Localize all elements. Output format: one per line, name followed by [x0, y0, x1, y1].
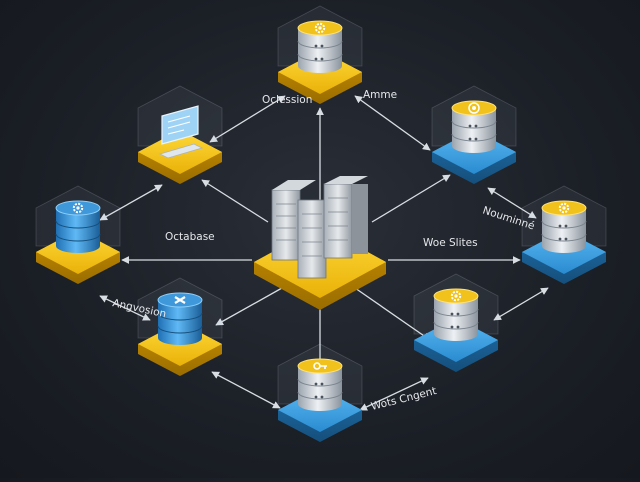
server-rack-icon	[271, 176, 368, 279]
monitor-icon	[158, 105, 204, 159]
label-top-right: Amme	[363, 89, 397, 101]
node-upper-left[interactable]	[137, 85, 223, 184]
link-hub-lower-left	[215, 287, 283, 326]
link-lower-left-bottom	[211, 371, 281, 409]
node-upper-right[interactable]	[431, 85, 517, 184]
node-top[interactable]	[277, 5, 363, 104]
link-hub-upper-right	[371, 174, 451, 223]
node-left[interactable]	[35, 185, 121, 284]
link-left-lower-left	[99, 295, 151, 321]
label-right: Woe Slites	[423, 237, 478, 249]
link-upper-right-right	[487, 187, 537, 219]
link-upper-left-top	[209, 95, 286, 143]
link-bottom-lower-right	[359, 377, 429, 411]
database-gear-icon	[55, 200, 101, 253]
database-key-icon	[297, 358, 343, 411]
connections	[99, 95, 549, 411]
database-cross-icon	[157, 292, 203, 345]
database-gear-icon	[297, 20, 343, 73]
node-bottom[interactable]	[277, 343, 363, 442]
database-target-icon	[451, 100, 497, 153]
link-left-upper-left	[99, 184, 163, 221]
link-top-upper-right	[354, 95, 431, 151]
link-hub-lower-right	[354, 287, 431, 341]
node-lower-left[interactable]	[137, 277, 223, 376]
node-right[interactable]	[521, 185, 607, 284]
database-gear-icon	[433, 288, 479, 341]
hub-node[interactable]	[254, 176, 386, 310]
link-hub-upper-left	[201, 179, 269, 223]
nodes-layer	[35, 5, 607, 442]
label-left: Octabase	[165, 231, 215, 243]
link-right-lower-right	[493, 287, 549, 321]
label-top-left: Oclession	[262, 94, 312, 106]
database-gear-icon	[541, 200, 587, 253]
node-lower-right[interactable]	[413, 273, 499, 372]
